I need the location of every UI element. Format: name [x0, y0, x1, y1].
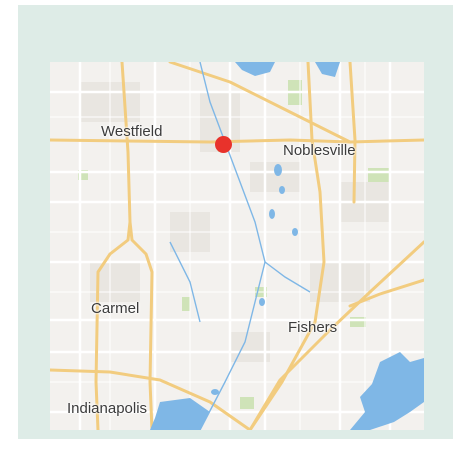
city-label-westfield: Westfield — [101, 123, 163, 140]
city-label-fishers: Fishers — [288, 319, 338, 336]
map-base — [50, 62, 424, 430]
city-label-noblesville: Noblesville — [283, 142, 356, 159]
city-label-indianapolis: Indianapolis — [67, 400, 148, 417]
location-marker[interactable] — [215, 136, 232, 153]
city-label-carmel: Carmel — [91, 300, 140, 317]
map-view[interactable]: Westfield Noblesville Carmel Fishers Ind… — [50, 62, 424, 430]
